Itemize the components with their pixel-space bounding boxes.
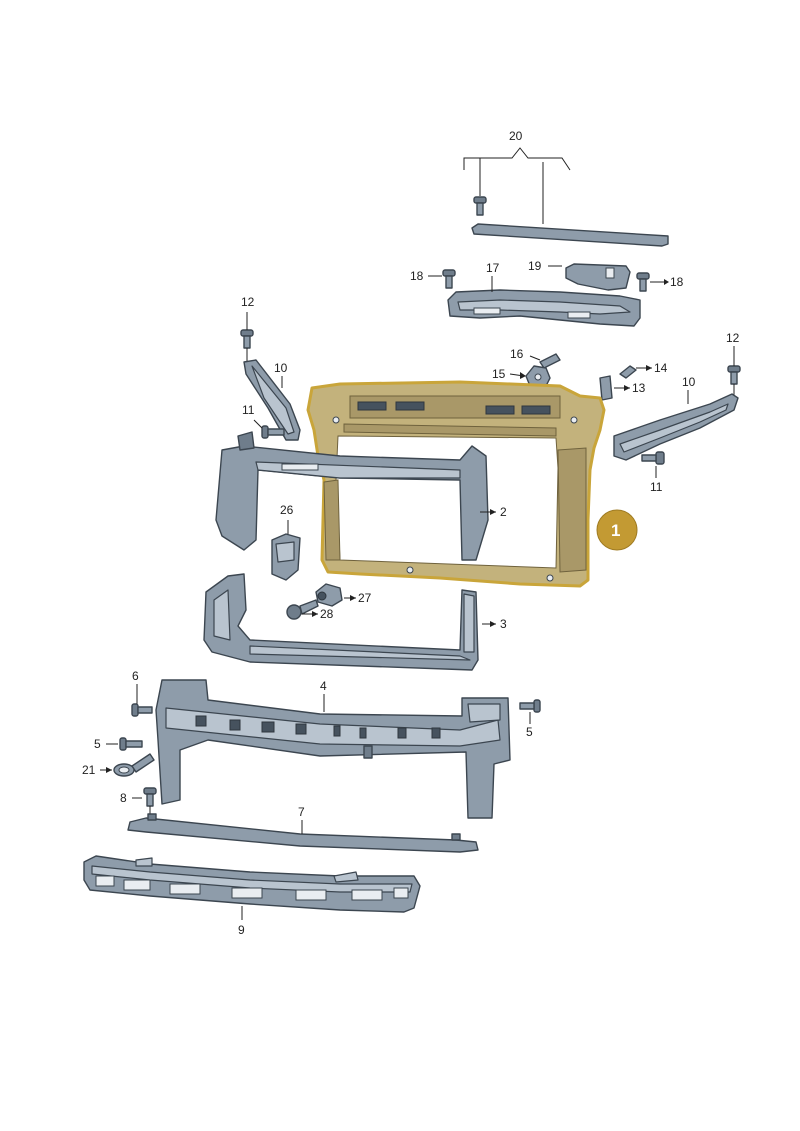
callout-26: 26: [280, 503, 294, 517]
callout-10-right: 10: [682, 375, 696, 389]
screw-icon: [131, 703, 153, 717]
part-16-bolt: [529, 353, 561, 369]
highlight-badge: 1: [596, 509, 638, 551]
part-20-trim-strip: [463, 147, 669, 247]
screw-icon: [442, 269, 456, 289]
badge-number: 1: [611, 521, 620, 540]
part-6-bolt: [131, 684, 153, 717]
callout-6: 6: [132, 669, 139, 683]
callout-18-right: 18: [670, 275, 684, 289]
part-5-bolt-right: [519, 699, 541, 724]
part-5-bolt-left: [106, 737, 143, 751]
screw-icon: [727, 365, 741, 385]
callout-17: 17: [486, 261, 500, 275]
part-11-bolt-right: [641, 451, 665, 478]
part-3-lower-frame: [203, 573, 496, 671]
callout-13: 13: [632, 381, 646, 395]
callout-8: 8: [120, 791, 127, 805]
callout-16: 16: [510, 347, 524, 361]
part-2-front-panel: [215, 431, 496, 561]
callout-21: 21: [82, 763, 96, 777]
screw-icon: [240, 329, 254, 349]
callout-5-left: 5: [94, 737, 101, 751]
screw-icon: [636, 272, 650, 292]
callout-14: 14: [654, 361, 668, 375]
screw-icon: [143, 787, 157, 807]
part-14-bolt: [619, 365, 652, 379]
callout-5-right: 5: [526, 725, 533, 739]
part-11-bolt-left: [253, 419, 285, 439]
part-10-strut-right: [613, 390, 739, 461]
callout-3: 3: [500, 617, 507, 631]
screw-icon: [261, 425, 285, 439]
callout-10-left: 10: [274, 361, 288, 375]
screw-icon: [519, 699, 541, 713]
callout-12-right: 12: [726, 331, 740, 345]
part-18-screw-left: [428, 269, 456, 289]
part-12-screw-left: [240, 312, 254, 362]
callout-2: 2: [500, 505, 507, 519]
callout-7: 7: [298, 805, 305, 819]
callout-12-left: 12: [241, 295, 255, 309]
callout-28: 28: [320, 607, 334, 621]
part-26-bracket: [271, 520, 301, 581]
screw-icon: [119, 737, 143, 751]
callout-11-left: 11: [242, 403, 255, 417]
part-10-strut-left: [243, 359, 301, 441]
part-9-energy-absorber: [83, 855, 421, 920]
part-27-bushing: [315, 583, 356, 607]
callout-27: 27: [358, 591, 372, 605]
part-17-upper-cross-member: [447, 276, 641, 327]
part-28-bolt: [286, 599, 319, 620]
part-7-trim-strip: [127, 813, 479, 853]
callout-20: 20: [509, 129, 523, 143]
callout-15: 15: [492, 367, 506, 381]
screw-icon: [473, 196, 487, 216]
part-19-bracket: [548, 263, 631, 291]
part-15-clip: [509, 365, 551, 387]
callout-19: 19: [528, 259, 542, 273]
callout-4: 4: [320, 679, 327, 693]
callout-9: 9: [238, 923, 245, 937]
part-13-bracket: [599, 375, 630, 401]
screw-icon: [641, 451, 665, 465]
part-18-screw-right: [636, 272, 669, 292]
part-21-towing-eye: [100, 753, 155, 777]
part-1-lock-carrier-highlighted: [306, 380, 606, 588]
part-8-screw: [132, 787, 157, 816]
part-12-screw-right: [727, 346, 741, 396]
callout-18-left: 18: [410, 269, 424, 283]
callout-11-right: 11: [650, 480, 663, 494]
part-4-bumper-beam: [155, 679, 511, 819]
